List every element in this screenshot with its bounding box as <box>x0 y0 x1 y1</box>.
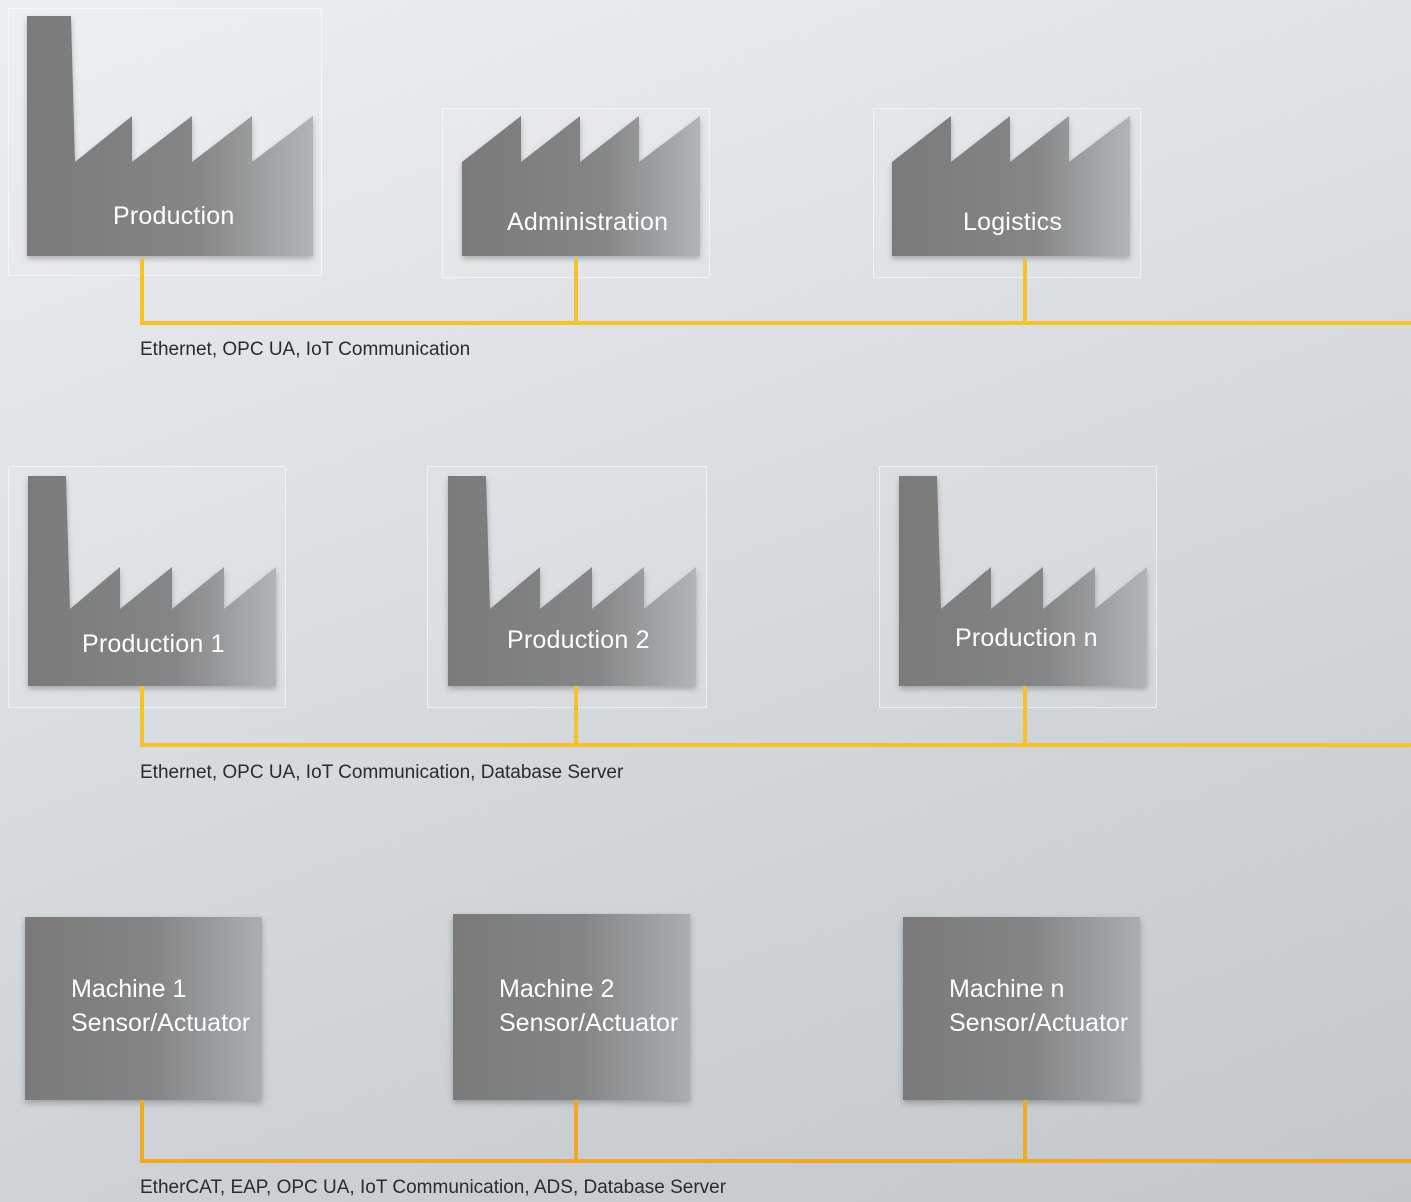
node-label: Logistics <box>963 208 1063 236</box>
node-label: Production 2 <box>507 626 650 654</box>
factory-with-chimney-icon <box>448 476 696 686</box>
node-machine-2[interactable]: Machine 2 Sensor/Actuator <box>453 914 690 1100</box>
node-production[interactable]: Production <box>27 16 313 258</box>
bus-label: EtherCAT, EAP, OPC UA, IoT Communication… <box>140 1177 727 1198</box>
factory-icon <box>892 116 1130 256</box>
machine-role: Sensor/Actuator <box>499 1009 679 1037</box>
machine-name: Machine 2 <box>499 975 615 1003</box>
machine-name: Machine 1 <box>71 975 187 1003</box>
node-label: Production 1 <box>82 630 225 658</box>
node-production-n[interactable]: Production n <box>899 476 1147 688</box>
node-label: Administration <box>507 208 669 236</box>
factory-with-chimney-icon <box>899 476 1147 686</box>
machine-role: Sensor/Actuator <box>949 1009 1129 1037</box>
network-bus-line <box>140 686 1411 747</box>
factory-with-chimney-icon <box>27 16 313 256</box>
bus-label: Ethernet, OPC UA, IoT Communication, Dat… <box>140 762 624 783</box>
node-machine-1[interactable]: Machine 1 Sensor/Actuator <box>25 917 262 1100</box>
node-logistics[interactable]: Logistics <box>892 116 1130 258</box>
node-machine-n[interactable]: Machine n Sensor/Actuator <box>903 917 1140 1100</box>
node-administration[interactable]: Administration <box>462 116 700 258</box>
factory-icon <box>462 116 700 256</box>
factory-with-chimney-icon <box>28 476 276 686</box>
machine-name: Machine n <box>949 975 1065 1003</box>
node-production-1[interactable]: Production 1 <box>28 476 276 688</box>
node-label: Production n <box>955 624 1098 652</box>
network-bus-line <box>140 259 1411 325</box>
node-production-2[interactable]: Production 2 <box>448 476 696 688</box>
machine-role: Sensor/Actuator <box>71 1009 251 1037</box>
node-label: Production <box>113 202 235 230</box>
bus-label: Ethernet, OPC UA, IoT Communication <box>140 339 471 360</box>
